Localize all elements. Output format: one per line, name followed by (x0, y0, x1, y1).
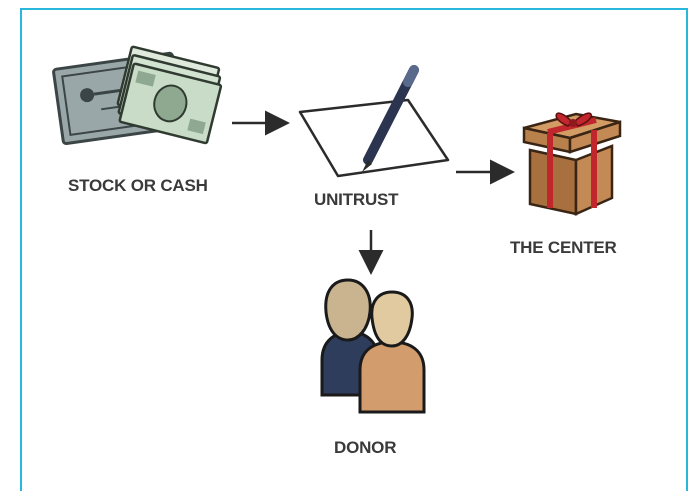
money-stack-icon (53, 46, 225, 143)
document-pen-icon (300, 70, 448, 176)
stock-or-cash-label: STOCK OR CASH (68, 176, 208, 196)
gift-box-icon (524, 113, 620, 214)
the-center-label: THE CENTER (510, 238, 617, 258)
unitrust-label: UNITRUST (314, 190, 398, 210)
people-icon (322, 280, 424, 412)
donor-label: DONOR (334, 438, 396, 458)
